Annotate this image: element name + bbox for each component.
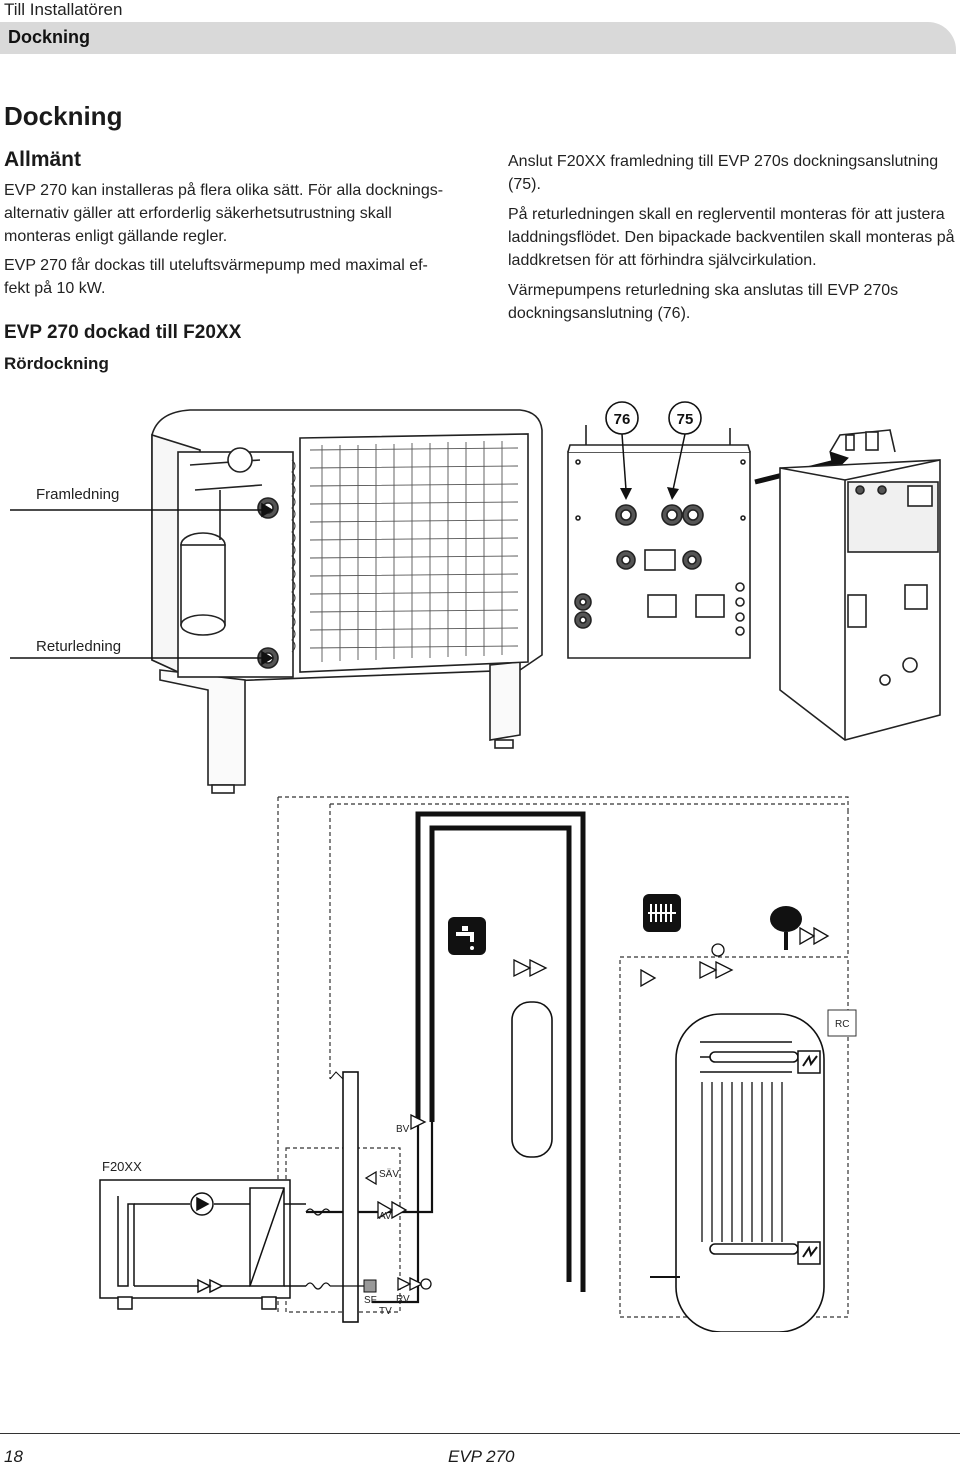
connection-panel bbox=[567, 425, 751, 659]
f20xx-unit-symbol bbox=[99, 1179, 306, 1310]
water-heater-tank bbox=[650, 1013, 825, 1332]
installation-illustration: Framledning Returledning 76 75 bbox=[10, 401, 941, 794]
piping-schematic: F20XX RC BV SÄV AV SF RV TV bbox=[99, 796, 857, 1332]
footer-page-number: 18 bbox=[4, 1447, 23, 1466]
right-paragraph-3: Värmepumpens returledning ska anslutas t… bbox=[508, 282, 899, 322]
buffer-tank bbox=[511, 1001, 553, 1158]
label-av: AV bbox=[379, 1211, 392, 1222]
svg-text:76: 76 bbox=[614, 411, 631, 428]
svg-text:75: 75 bbox=[677, 411, 694, 428]
footer-rule bbox=[0, 1433, 960, 1434]
label-return: Returledning bbox=[36, 638, 121, 655]
right-paragraph-2: På returledningen skall en reglerventil … bbox=[508, 206, 955, 269]
left-paragraph-2: EVP 270 får dockas till uteluftsvärmepum… bbox=[4, 257, 428, 297]
expansion-vessel-icon bbox=[770, 906, 802, 950]
label-supply: Framledning bbox=[36, 486, 119, 503]
header-bar: Dockning bbox=[0, 22, 956, 54]
label-tv: TV bbox=[379, 1306, 392, 1317]
callout-76: 76 bbox=[605, 401, 639, 500]
section-heading: EVP 270 dockad till F20XX bbox=[4, 322, 242, 343]
label-rv: RV bbox=[396, 1294, 410, 1305]
immersion-heater-icon-lower bbox=[797, 1241, 821, 1265]
heat-pump-unit bbox=[151, 409, 543, 794]
right-paragraph-1: Anslut F20XX framledning till EVP 270s d… bbox=[508, 153, 939, 193]
immersion-heater-icon bbox=[797, 1050, 821, 1074]
label-bv: BV bbox=[396, 1124, 410, 1135]
tap-water-icon bbox=[448, 917, 486, 955]
section-label: Till Installatören bbox=[4, 0, 123, 19]
callout-75: 75 bbox=[667, 401, 702, 500]
left-paragraph-1: EVP 270 kan installeras på flera olika s… bbox=[4, 182, 444, 245]
radiator-icon bbox=[643, 894, 681, 932]
page-title: Dockning bbox=[4, 101, 123, 131]
indoor-unit bbox=[779, 429, 941, 741]
rc-box bbox=[827, 1009, 857, 1037]
page-subtitle: Allmänt bbox=[4, 148, 82, 171]
sub-heading: Rördockning bbox=[4, 354, 109, 373]
label-rc: RC bbox=[835, 1019, 849, 1030]
label-sav: SÄV bbox=[379, 1168, 399, 1180]
label-f20xx: F20XX bbox=[102, 1159, 142, 1174]
footer-document-name: EVP 270 bbox=[448, 1447, 515, 1466]
header-bar-title: Dockning bbox=[8, 27, 91, 47]
label-sf: SF bbox=[364, 1295, 377, 1306]
pipe-column bbox=[342, 1071, 359, 1323]
